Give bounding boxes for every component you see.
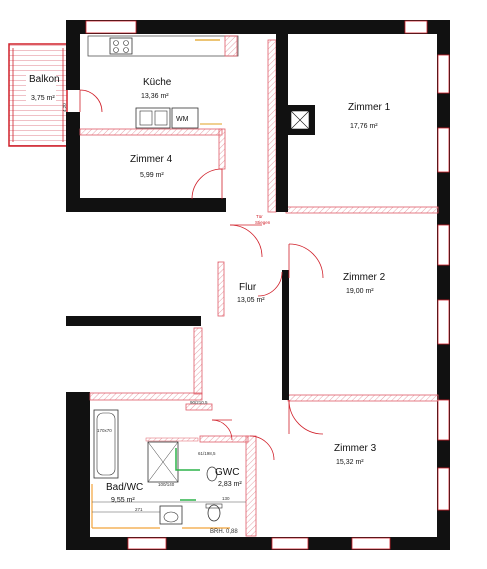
windows-right: [437, 54, 450, 511]
windows-bottom: [127, 537, 391, 550]
room-labels: Balkon 3,75 m² Küche 13,36 m² Zimmer 1 1…: [29, 74, 391, 504]
gwc-area: 2,83 m²: [218, 481, 242, 488]
kitchen-counter: [87, 35, 239, 57]
dim-90: 90/210,5: [190, 400, 208, 405]
bad-name: Bad/WC: [106, 482, 143, 493]
dimension-lines: [92, 501, 246, 513]
dim-bal: 4,20: [62, 103, 67, 112]
shower: [147, 441, 179, 483]
green-lines: [175, 448, 200, 501]
kueche-area: 13,36 m²: [141, 93, 169, 100]
windows-top: [85, 20, 428, 34]
zimmer1-name: Zimmer 1: [348, 102, 391, 113]
bathtub: [93, 409, 119, 479]
partitions: [79, 39, 439, 537]
wm-box: [171, 107, 199, 129]
balkon: [8, 43, 68, 147]
bad-area: 9,55 m²: [111, 497, 135, 504]
sink: [135, 107, 171, 129]
zimmer4-area: 5,99 m²: [140, 172, 164, 179]
flur-name: Flur: [239, 282, 257, 293]
dim-100: 100/140: [158, 482, 175, 487]
dim-271: 271: [135, 507, 143, 512]
zimmer2-area: 19,00 m²: [346, 288, 374, 295]
zimmer4-name: Zimmer 4: [130, 154, 173, 165]
misc-labels: WM BRH. 0,88 Tür Stiegen 130 271 100/140…: [62, 103, 271, 535]
zimmer3-name: Zimmer 3: [334, 443, 377, 454]
tuer-label-2: Stiegen: [255, 220, 271, 225]
structural-walls: [200, 34, 315, 400]
zimmer1-area: 17,76 m²: [350, 123, 378, 130]
wm-label: WM: [176, 116, 189, 123]
shower-screen: [145, 437, 199, 442]
dim-170: 170x70: [97, 428, 112, 433]
wash-basin: [159, 505, 183, 525]
exterior-walls: [66, 20, 450, 550]
tuer-label-1: Tür: [256, 214, 263, 219]
balkon-door: [79, 89, 103, 113]
balkon-name: Balkon: [29, 74, 60, 85]
zimmer2-name: Zimmer 2: [343, 272, 386, 283]
zimmer3-area: 15,32 m²: [336, 459, 364, 466]
dim-61: 61/198,5: [198, 451, 216, 456]
toilet: [205, 503, 223, 522]
wet-lines: [91, 484, 230, 529]
gwc-toilet: [206, 466, 218, 482]
brh-label: BRH. 0,88: [210, 529, 238, 535]
doors: [191, 168, 324, 461]
gwc-name: GWC: [215, 467, 239, 478]
dim-130: 130: [222, 496, 230, 501]
kueche-name: Küche: [143, 77, 172, 88]
flur-area: 13,05 m²: [237, 297, 265, 304]
balkon-area: 3,75 m²: [31, 95, 55, 102]
